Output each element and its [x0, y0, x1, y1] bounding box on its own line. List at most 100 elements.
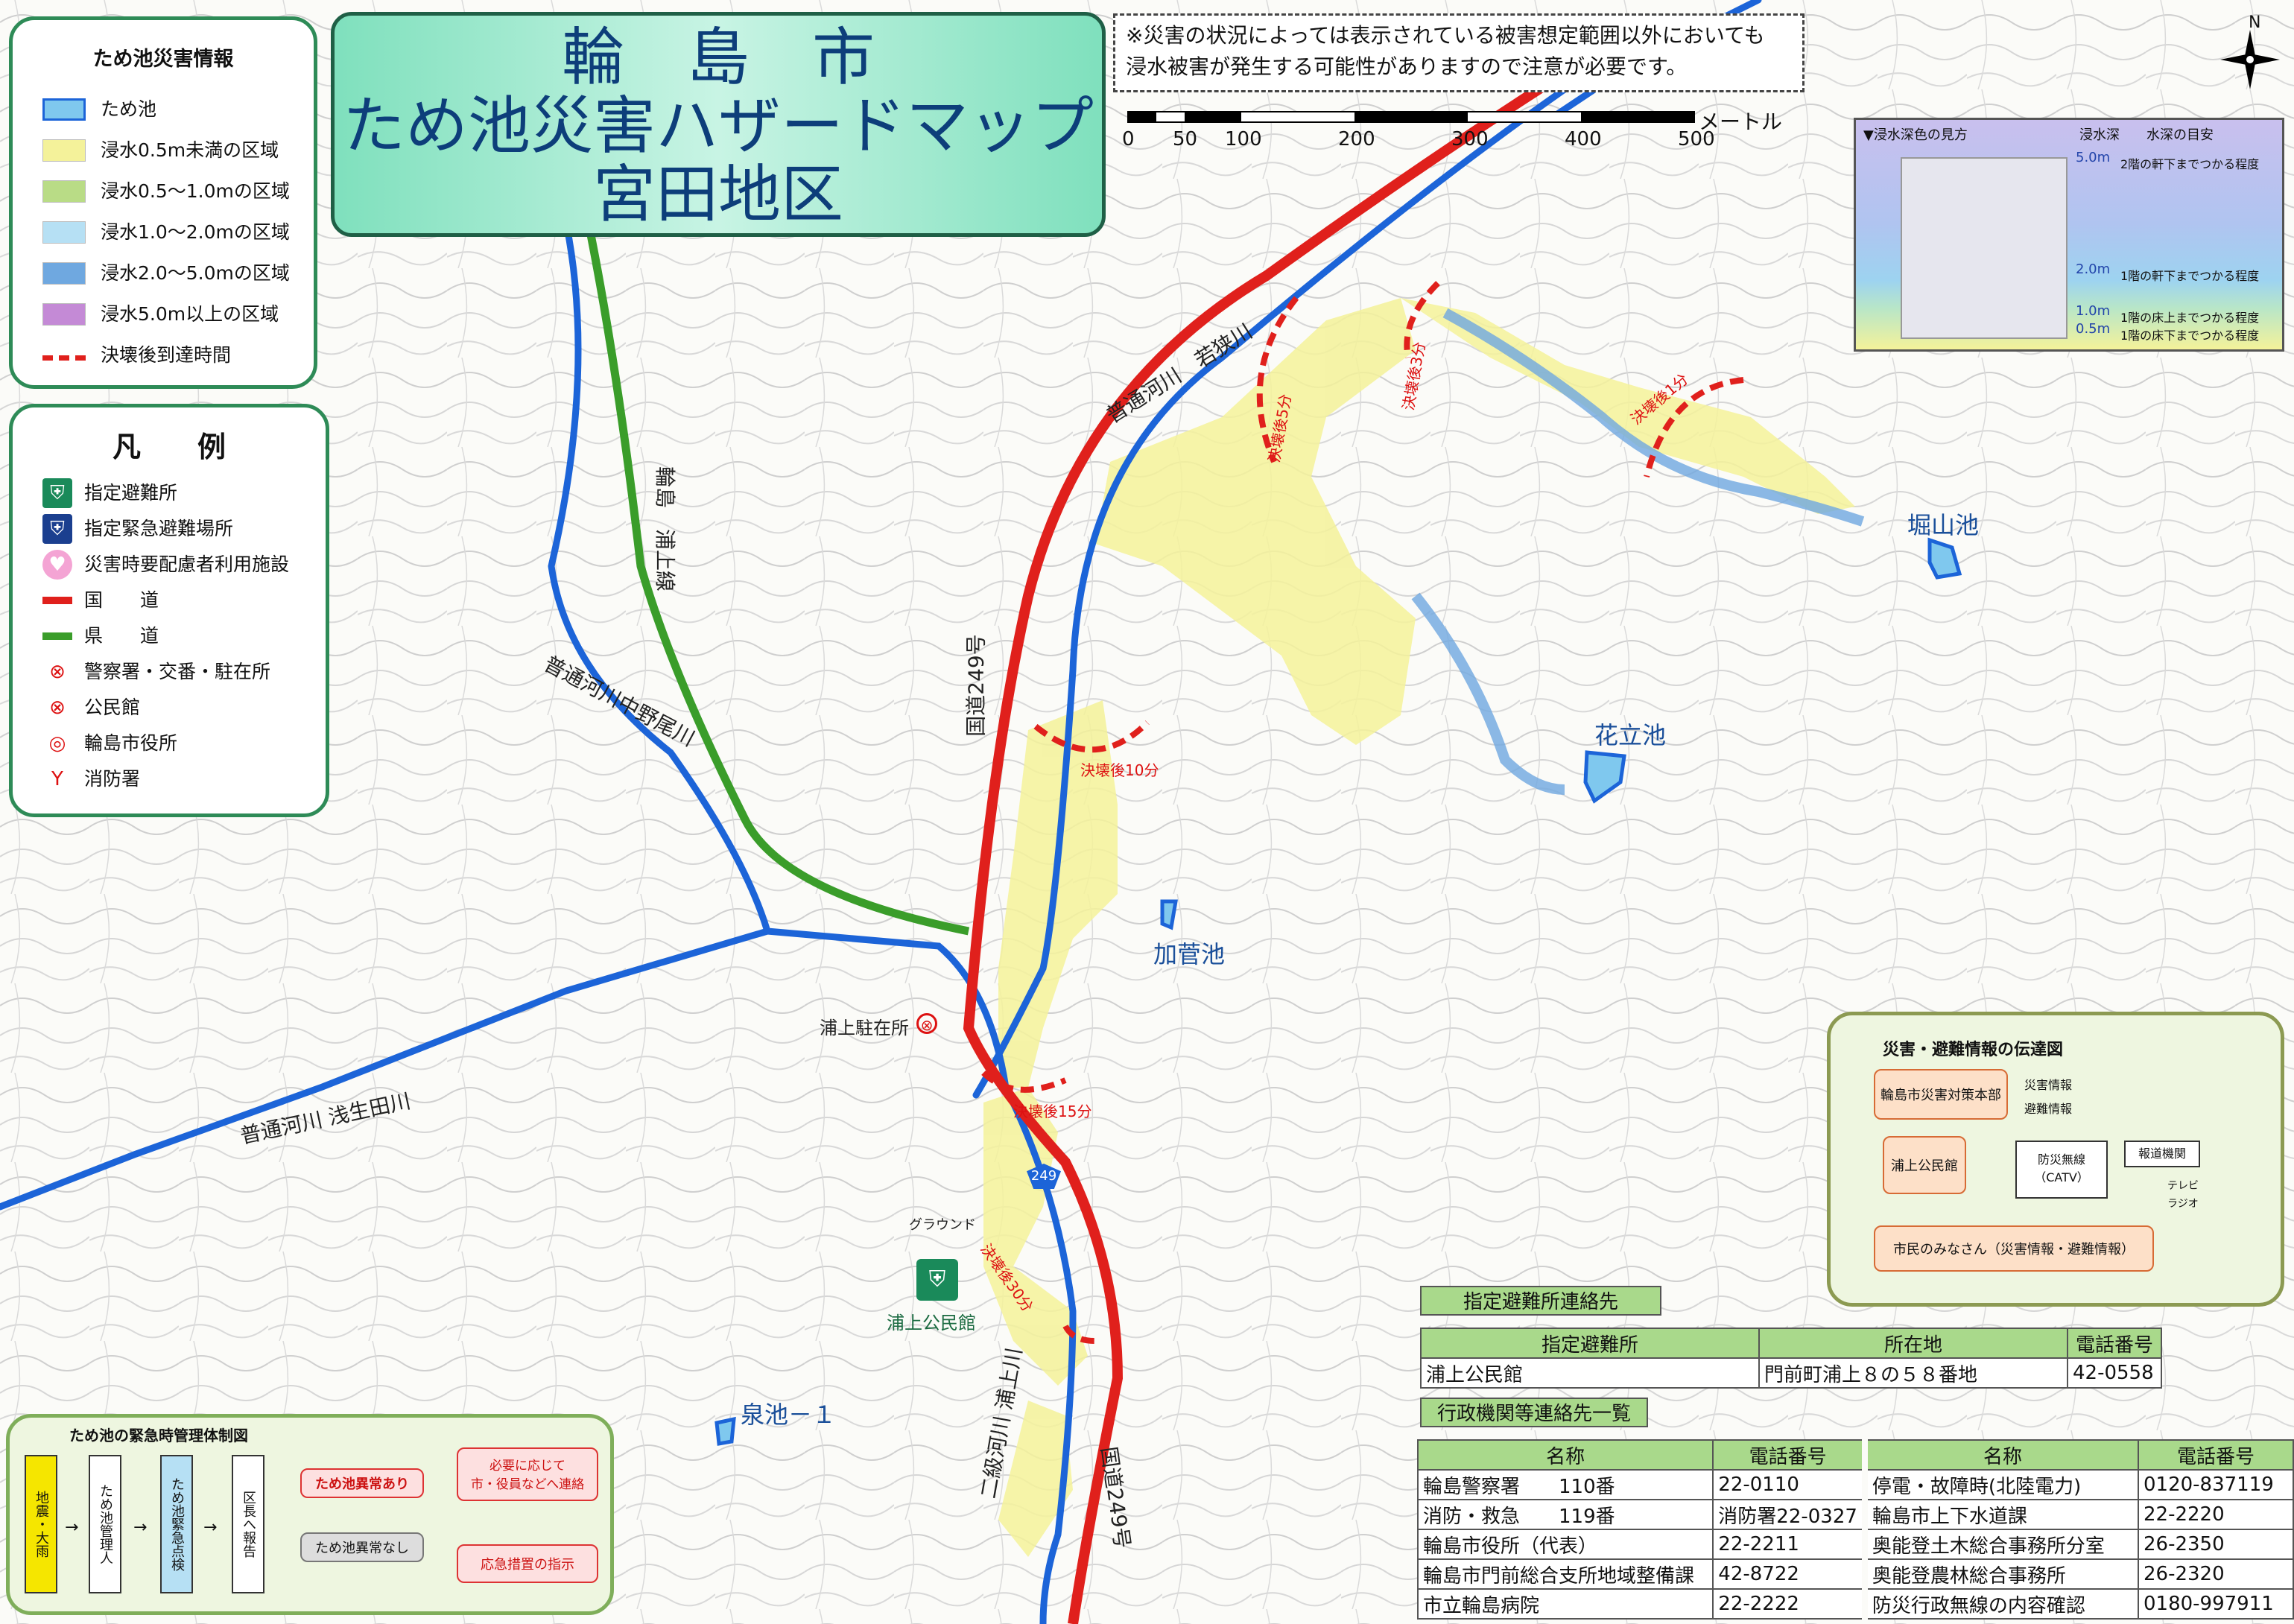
police-icon[interactable]: ⊗: [916, 1013, 937, 1034]
contact-line: 必要に応じて: [489, 1459, 565, 1474]
legend-label: 災害時要配慮者利用施設: [84, 554, 290, 575]
emergency-flow-title: ため池の緊急時管理体制図: [69, 1427, 248, 1444]
pond-swatch: [42, 98, 86, 121]
arrival-label: 決壊後15分: [1013, 1103, 1092, 1120]
agency-cell: 市立輪島病院: [1416, 1588, 1714, 1620]
agency-cell: 輪島市門前総合支所地域整備課: [1416, 1558, 1714, 1590]
shelter-col: 指定避難所: [1420, 1328, 1760, 1359]
label-pref-road: 輪島 浦上線: [653, 466, 678, 592]
legend-label: 輪島市役所: [84, 732, 178, 754]
prefectural-road: [584, 222, 970, 936]
info-flow-title: 災害・避難情報の伝達図: [1883, 1041, 2064, 1059]
legend-label: 消防署: [84, 768, 141, 790]
legend-item: ⊗ 警察署・交番・駐在所: [42, 657, 270, 687]
scale-tick: 0: [1122, 128, 1135, 150]
pond-kasuga[interactable]: [1160, 899, 1178, 930]
info-label: 災害情報: [2024, 1078, 2073, 1092]
legend-label: 県 道: [84, 625, 159, 647]
shelter-cell: 門前町浦上８の５８番地: [1758, 1357, 2068, 1389]
scale-tick: 500: [1678, 128, 1715, 150]
info-flow-diagram: 災害・避難情報の伝達図 輪島市災害対策本部 災害情報 避難情報 浦上公民館 防災…: [1827, 1012, 2284, 1307]
info-label: 避難情報: [2024, 1102, 2073, 1116]
pond-label: 堀山池: [1907, 511, 1980, 539]
legend-item: ⛨指定緊急避難場所: [42, 514, 233, 544]
depth-swatch: [42, 221, 86, 244]
media-box: 報道機関: [2124, 1141, 2200, 1167]
agency-cell: 消防署22-0327: [1712, 1499, 1866, 1530]
national-road-line: [42, 586, 72, 615]
route-shield: 249: [1027, 1164, 1061, 1189]
map-legend: 凡 例 ⛨指定避難所 ⛨指定緊急避難場所 ♥災害時要配慮者利用施設 国 道 県 …: [9, 404, 329, 817]
agency-cell: 42-8722: [1712, 1558, 1866, 1590]
notice-line: ※災害の状況によっては表示されている被害想定範囲以外においても: [1126, 23, 1765, 48]
house-illustration: [1901, 157, 2068, 339]
legend-arrival: 決壊後到達時間: [42, 340, 231, 370]
legend-label: 浸水0.5m未満の区域: [101, 139, 279, 161]
shelter-table-title: 指定避難所連絡先: [1420, 1286, 1661, 1316]
radio2-label: ラジオ: [2167, 1198, 2199, 1210]
legend-depth-0: 浸水0.5m未満の区域: [42, 136, 279, 165]
legend-item: 県 道: [42, 621, 159, 651]
legend-label: ため池: [101, 98, 157, 120]
agency-cell: 輪島市役所（代表）: [1416, 1529, 1714, 1560]
agency-col: 電話番号: [1712, 1439, 1866, 1471]
depth-value: 2.0m: [2076, 261, 2111, 277]
fire-station-icon: Y: [51, 768, 63, 790]
legend-label: 国 道: [84, 589, 159, 611]
compass-label: N: [2249, 13, 2261, 32]
city-hall-icon: ◎: [48, 732, 66, 755]
notice-line: 浸水被害が発生する可能性がありますので注意が必要です。: [1126, 54, 1688, 79]
scale-tick: 300: [1451, 128, 1489, 150]
pond-horiyama[interactable]: [1927, 537, 1962, 580]
legend-item: ◎ 輪島市役所: [42, 729, 177, 758]
title-main: ため池災害ハザードマップ: [342, 89, 1094, 162]
label-police-box: 浦上駐在所: [820, 1018, 909, 1038]
scale-unit: メートル: [1699, 110, 1783, 134]
agency-cell: 0120-837119: [2138, 1469, 2294, 1500]
contact-line: 市・役員などへ連絡: [470, 1477, 585, 1492]
depth-guide-header: 浸水深: [2079, 127, 2120, 143]
pond-hanatate[interactable]: [1583, 750, 1626, 804]
arrow-icon: →: [133, 1518, 148, 1537]
national-road: [963, 40, 1612, 1624]
pond-label: 泉池－１: [741, 1401, 837, 1429]
shelter-cell: 42-0558: [2067, 1357, 2162, 1389]
care-facility-icon: ♥: [42, 550, 72, 580]
depth-guide-header: ▼浸水深色の見方: [1863, 127, 1968, 143]
depth-swatch: [42, 303, 86, 326]
depth-value: 5.0m: [2076, 150, 2111, 165]
legend-depth-1: 浸水0.5～1.0mの区域: [42, 177, 290, 206]
legend-item: ⊗公民館: [42, 693, 140, 723]
legend-label: 決壊後到達時間: [101, 344, 232, 366]
depth-note: 1階の床上までつかる程度: [2120, 311, 2260, 325]
label-route-249-north: 国道249号: [963, 634, 989, 737]
pond-izumi[interactable]: [715, 1416, 736, 1446]
arrival-swatch: [42, 355, 86, 361]
hq-box: 輪島市災害対策本部: [1874, 1069, 2008, 1120]
agency-cell: 奥能登土木総合事務所分室: [1861, 1529, 2140, 1560]
agency-cell: 防災行政無線の内容確認: [1861, 1588, 2140, 1620]
legend-label: 警察署・交番・駐在所: [84, 661, 271, 682]
step-inspection: ため池緊急点検: [160, 1455, 193, 1593]
legend-item: Y 消防署: [42, 764, 140, 794]
legend-depth-2: 浸水1.0～2.0mの区域: [42, 218, 290, 247]
hall-box: 浦上公民館: [1883, 1136, 1966, 1194]
shelter-icon[interactable]: ⛨: [916, 1259, 958, 1301]
title-district: 宮田地区: [592, 158, 843, 231]
label-ground: グラウンド: [909, 1217, 976, 1233]
tv-label: テレビ: [2167, 1180, 2199, 1192]
shelter-col: 所在地: [1758, 1328, 2068, 1359]
police-icon: ⊗: [49, 661, 66, 683]
arrival-label: 決壊後10分: [1080, 761, 1159, 779]
agency-cell: 停電・故障時(北陸電力): [1861, 1469, 2140, 1500]
scale-tick: 200: [1338, 128, 1375, 150]
agency-col: 電話番号: [2138, 1439, 2294, 1471]
contact-box: 必要に応じて 市・役員などへ連絡: [457, 1447, 598, 1501]
step-report: 区長へ報告: [232, 1455, 264, 1593]
depth-swatch: [42, 262, 86, 285]
depth-value: 1.0m: [2076, 303, 2111, 319]
legend-label: 指定避難所: [84, 482, 178, 504]
agency-table-title: 行政機関等連絡先一覧: [1420, 1398, 1648, 1427]
